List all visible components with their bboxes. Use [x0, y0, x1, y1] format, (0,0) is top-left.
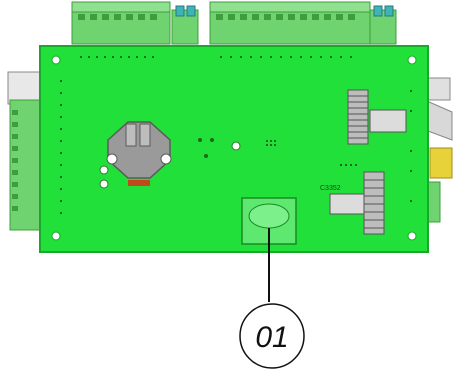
board-circles: [99, 141, 241, 189]
mounting-holes: [51, 55, 417, 241]
right-yellow-connector: [425, 147, 453, 223]
pin-dot-rows: [60, 56, 412, 214]
via-dots: [198, 138, 357, 166]
upper-right-connector: [347, 89, 407, 145]
top-teal-terminal-left: [171, 5, 199, 45]
highlighted-component: [241, 197, 297, 245]
chip-label: C3352: [320, 185, 341, 192]
callout-label: 01: [255, 321, 288, 354]
top-teal-terminal-right: [369, 5, 397, 45]
left-terminal-connector: [7, 71, 45, 231]
lower-right-connector: [329, 171, 385, 235]
callout-circle: [239, 303, 305, 369]
top-terminal-connector-left: [71, 1, 171, 45]
top-terminal-connector-right: [209, 1, 371, 45]
pressure-sensor: [106, 121, 172, 186]
